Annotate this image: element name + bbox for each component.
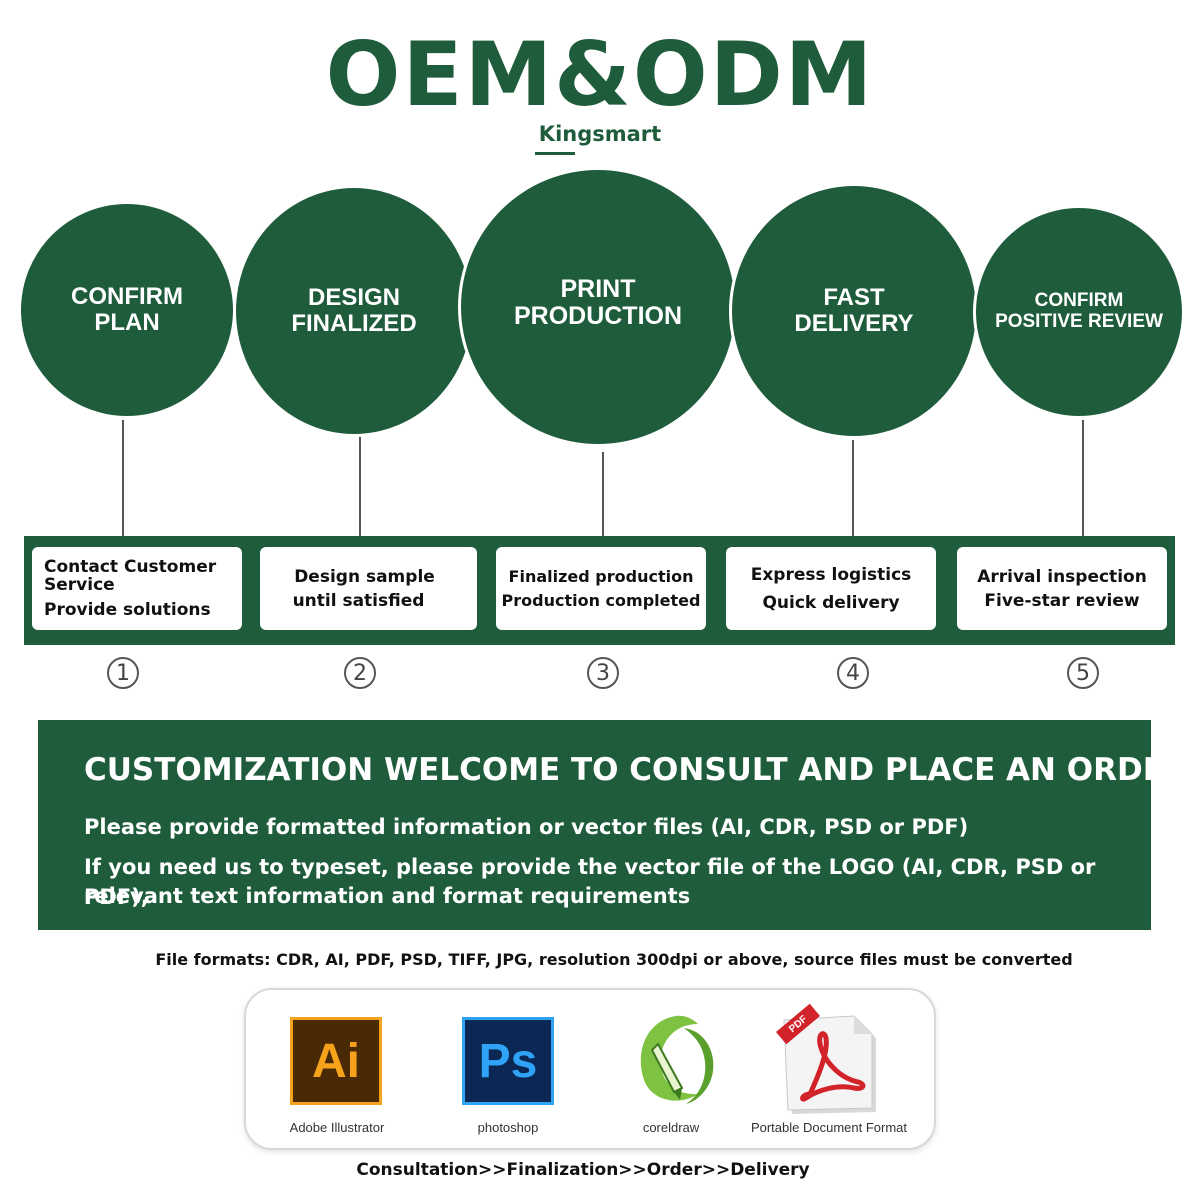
card-line: Provide solutions [44,599,211,620]
coreldraw-icon [628,1010,724,1110]
step-card-4: Express logistics Quick delivery [726,547,936,630]
card-line: Arrival inspection [977,566,1147,587]
step-card-2: Design sample until satisfied [260,547,477,630]
consult-panel [38,720,1151,930]
step-number-3: 3 [587,657,619,689]
step-title: FAST DELIVERY [794,284,914,337]
pdf-icon: PDF [776,1003,880,1116]
step-circle-print-production: PRINT PRODUCTION [461,170,735,444]
process-footer: Consultation>>Finalization>>Order>>Deliv… [356,1160,810,1180]
app-label-coreldraw: coreldraw [642,1120,700,1135]
card-line: Quick delivery [762,592,900,613]
photoshop-icon: Ps [462,1017,554,1105]
connector-line [852,440,854,538]
consult-line-1: Please provide formatted information or … [84,815,969,839]
step-circle-confirm-review: CONFIRM POSITIVE REVIEW [976,208,1182,416]
card-line: Design sample [294,566,435,587]
step-circle-confirm-plan: CONFIRM PLAN [21,204,233,416]
card-line: Finalized production [508,566,694,586]
connector-line [1082,420,1084,538]
connector-line [359,436,361,538]
step-circle-fast-delivery: FAST DELIVERY [732,186,976,436]
brand-name: Kingsmart [538,122,662,146]
step-number-4: 4 [837,657,869,689]
consult-line-3: relevant text information and format req… [84,884,691,908]
step-card-5: Arrival inspection Five-star review [957,547,1167,630]
app-label-photoshop: photoshop [477,1120,539,1135]
card-line: Five-star review [984,590,1140,611]
adobe-illustrator-icon: Ai [290,1017,382,1105]
card-line: Contact Customer [44,556,217,577]
card-line: Production completed [501,590,701,610]
connector-line [122,420,124,538]
brand-underline [535,152,575,155]
connector-line [602,452,604,538]
app-label-pdf: Portable Document Format [750,1120,908,1135]
file-formats-note: File formats: CDR, AI, PDF, PSD, TIFF, J… [155,950,1073,969]
card-line: until satisfied [292,590,425,611]
app-label-illustrator: Adobe Illustrator [289,1120,385,1135]
step-card-1: Contact Customer Service Provide solutio… [32,547,242,630]
ai-glyph: Ai [312,1034,360,1088]
step-number-2: 2 [344,657,376,689]
page-title: OEM&ODM [325,23,875,126]
step-title: DESIGN FINALIZED [291,284,417,337]
step-title: CONFIRM POSITIVE REVIEW [995,290,1163,332]
card-line: Express logistics [750,564,912,585]
card-line: Service [44,574,115,595]
consult-line-2: If you need us to typeset, please provid… [84,855,1096,909]
step-circle-design-finalized: DESIGN FINALIZED [236,188,472,434]
step-title: PRINT PRODUCTION [513,275,683,330]
step-number-5: 5 [1067,657,1099,689]
consult-heading: CUSTOMIZATION WELCOME TO CONSULT AND PLA… [84,752,1188,788]
ps-glyph: Ps [478,1034,538,1088]
step-card-3: Finalized production Production complete… [496,547,706,630]
step-title: CONFIRM PLAN [71,283,183,336]
step-number-1: 1 [107,657,139,689]
